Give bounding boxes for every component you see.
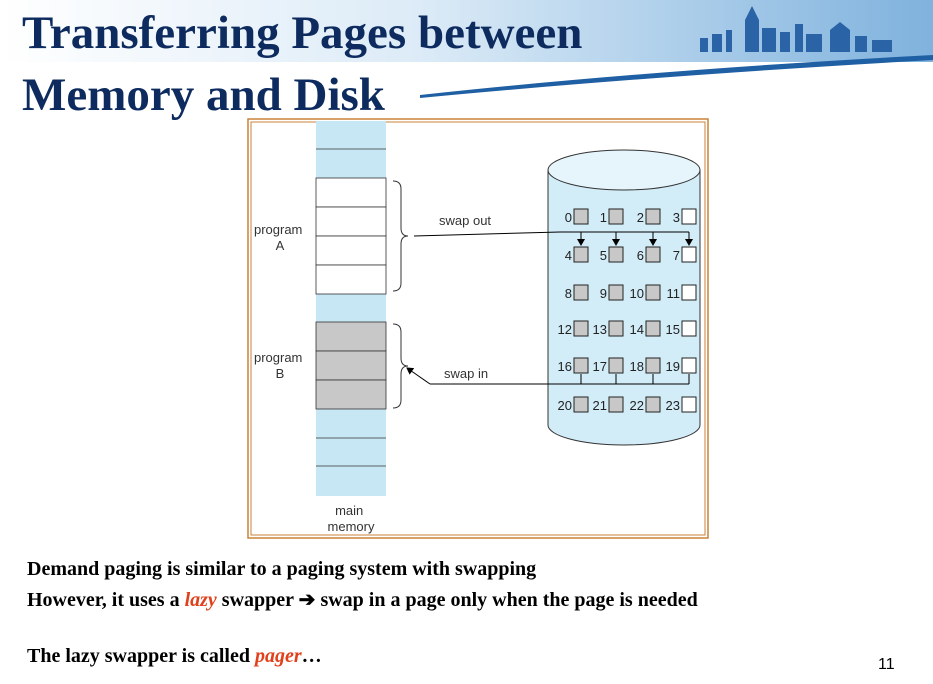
program-b-frame — [315, 350, 387, 381]
pager-highlight: pager — [254, 645, 302, 667]
disk-page-label: 6 — [637, 248, 644, 263]
disk-page-box — [681, 357, 697, 374]
text-line-3: The lazy swapper is called pager… — [27, 645, 322, 667]
disk-page-box — [645, 246, 661, 263]
disk-page-label: 7 — [673, 248, 680, 263]
program-a-frame — [315, 235, 387, 266]
disk-cylinder — [547, 149, 701, 446]
disk-page-label: 20 — [558, 398, 572, 413]
disk-page-label: 22 — [630, 398, 644, 413]
disk-page-box — [573, 284, 589, 301]
disk-page-box — [645, 357, 661, 374]
title-line-2: Memory and Disk — [22, 69, 385, 121]
disk-page-box — [681, 320, 697, 337]
program-a-brace — [392, 180, 409, 292]
disk-page-box — [608, 246, 624, 263]
disk-page-label: 16 — [558, 359, 572, 374]
disk-page-box — [645, 208, 661, 225]
disk-page-box — [681, 246, 697, 263]
page-title: Transferring Pages between Memory and Di… — [22, 2, 582, 126]
disk-page-box — [573, 246, 589, 263]
disk-page-box — [573, 320, 589, 337]
program-b-brace — [392, 323, 409, 409]
lazy-highlight: lazy — [184, 589, 217, 611]
disk-page-box — [608, 320, 624, 337]
disk-page-label: 19 — [666, 359, 680, 374]
program-a-frame — [315, 206, 387, 237]
disk-page-label: 4 — [565, 248, 572, 263]
text-line-2: However, it uses a lazy swapper ➔ swap i… — [27, 589, 698, 611]
disk-page-label: 13 — [593, 322, 607, 337]
program-b-frame — [315, 321, 387, 352]
disk-page-label: 1 — [600, 210, 607, 225]
page-number: 11 — [878, 656, 895, 673]
program-a-frame — [315, 177, 387, 208]
disk-page-label: 11 — [667, 286, 681, 301]
disk-page-box — [573, 208, 589, 225]
disk-page-label: 10 — [630, 286, 644, 301]
program-a-frame — [315, 264, 387, 295]
program-b-label: program B — [254, 350, 306, 381]
disk-page-label: 2 — [637, 210, 644, 225]
swap-out-label: swap out — [439, 213, 491, 228]
main-memory-label: main memory — [328, 503, 375, 534]
disk-page-label: 12 — [558, 322, 572, 337]
disk-page-label: 17 — [593, 359, 607, 374]
program-b-frame — [315, 379, 387, 410]
swap-in-label: swap in — [444, 366, 488, 381]
disk-page-box — [645, 320, 661, 337]
disk-page-box — [608, 208, 624, 225]
main-memory — [315, 121, 387, 496]
disk-page-label: 9 — [600, 286, 607, 301]
title-banner — [0, 0, 933, 98]
disk-page-label: 8 — [565, 286, 572, 301]
disk-page-box — [608, 357, 624, 374]
swap-out-arrow — [413, 231, 693, 246]
disk-page-box — [608, 284, 624, 301]
disk-page-box — [573, 357, 589, 374]
disk-page-label: 15 — [666, 322, 680, 337]
disk-page-label: 0 — [565, 210, 572, 225]
disk-page-label: 21 — [593, 398, 607, 413]
disk-page-box — [573, 396, 589, 413]
disk-page-box — [681, 208, 697, 225]
disk-page-label: 23 — [666, 398, 680, 413]
disk-page-box — [645, 284, 661, 301]
disk-page-box — [681, 284, 697, 301]
disk-page-label: 5 — [600, 248, 607, 263]
disk-page-box — [645, 396, 661, 413]
title-line-1: Transferring Pages between — [22, 7, 583, 59]
skyline-icon — [700, 6, 892, 52]
disk-page-box — [608, 396, 624, 413]
text-line-1: Demand paging is similar to a paging sys… — [27, 558, 537, 580]
disk-page-label: 18 — [630, 359, 644, 374]
disk-page-box — [681, 396, 697, 413]
disk-page-label: 14 — [630, 322, 644, 337]
program-a-label: program A — [254, 222, 306, 253]
disk-page-label: 3 — [673, 210, 680, 225]
right-arrow-icon: ➔ — [298, 589, 316, 611]
swap-in-arrow — [406, 367, 690, 385]
